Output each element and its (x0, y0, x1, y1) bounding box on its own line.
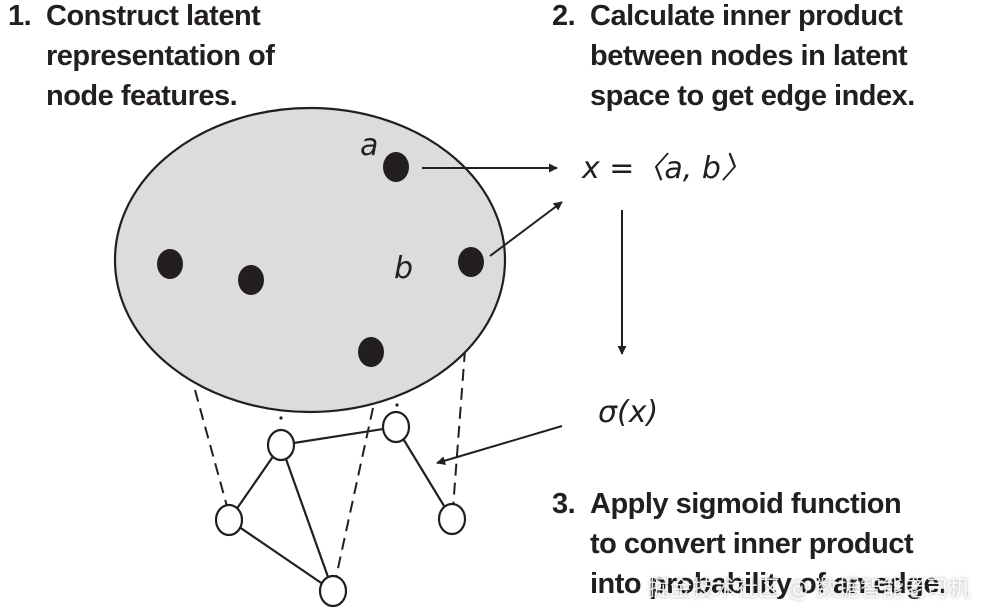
projection-lines (194, 349, 466, 583)
latent-node-a (383, 152, 409, 182)
step-3-text: 3. Apply sigmoid function to convert inne… (552, 484, 947, 604)
graph-edge-4 (228, 519, 334, 592)
inner-product-expression: x =〈a, b〉 (581, 151, 751, 186)
projection-line-left (194, 389, 229, 511)
step-3-line-1: Apply sigmoid function (590, 488, 902, 520)
step-1-number: 1. (8, 0, 32, 32)
graph-node-5 (318, 574, 348, 608)
step-2-line-2: between nodes in latent (590, 40, 908, 72)
projection-dots (279, 403, 399, 420)
arrow-b-to-inner-product (489, 201, 563, 257)
step-2-number: 2. (552, 0, 576, 32)
watermark: 掘金技术社区 @ 数据智能老司机 (648, 577, 970, 602)
step-3-line-3: into probability of an edge. (590, 568, 947, 600)
latent-space-ellipse (113, 106, 507, 414)
graph-node-1 (266, 428, 296, 462)
step-2-line-1: Calculate inner product (590, 0, 903, 32)
graph-nodes (214, 410, 467, 608)
label-node-a: a (360, 128, 378, 163)
projection-dot-right (395, 403, 399, 407)
projection-line-center (334, 407, 374, 583)
label-node-b: b (394, 251, 413, 286)
graph-node-2 (381, 410, 411, 444)
projection-line-right (452, 349, 466, 509)
step-3-number: 3. (552, 488, 576, 520)
latent-nodes (157, 152, 484, 367)
latent-node-center-left (238, 265, 264, 295)
step-2-line-3: space to get edge index. (590, 80, 915, 112)
graph-edge-1 (280, 425, 397, 447)
step-2-text: 2. Calculate inner product between nodes … (552, 0, 915, 116)
sigmoid-expression: σ(x) (598, 395, 658, 430)
projection-dot-left (279, 416, 283, 420)
latent-node-left (157, 249, 183, 279)
latent-node-b (458, 247, 484, 277)
step-1-text: 1. Construct latent representation of nod… (8, 0, 275, 116)
latent-node-bottom (358, 337, 384, 367)
graph-node-4 (437, 502, 467, 536)
step-1-line-2: representation of (46, 40, 275, 72)
graph-edges (228, 425, 453, 592)
step-3-line-2: to convert inner product (590, 528, 914, 560)
graph-node-3 (214, 503, 244, 537)
graph-edge-5 (395, 426, 453, 520)
graph-edge-3 (279, 444, 335, 592)
step-1-line-3: node features. (46, 80, 238, 112)
arrow-sigmoid-to-edge (436, 425, 563, 466)
step-1-line-1: Construct latent (46, 0, 261, 32)
